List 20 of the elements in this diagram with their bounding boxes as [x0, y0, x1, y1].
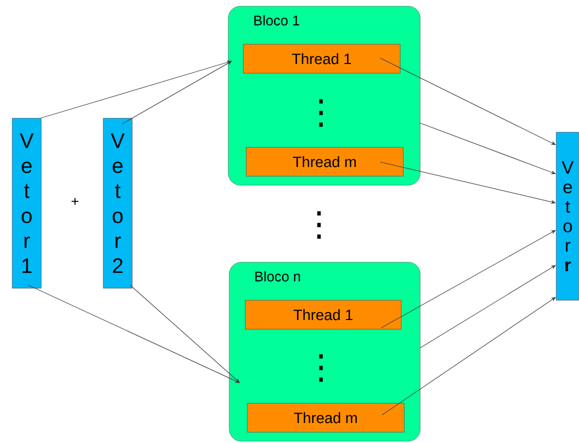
- thread-box: Thread 1: [245, 300, 402, 330]
- thread-box: Thread m: [247, 403, 404, 432]
- thread-box: Thread 1: [243, 44, 400, 74]
- arrow: [130, 284, 240, 383]
- vertical-ellipsis: ⋮: [319, 99, 323, 127]
- arrow: [122, 61, 232, 124]
- vertical-ellipsis: ⋮: [319, 354, 323, 382]
- vector-bar: Vetor r: [556, 132, 579, 300]
- arrow: [28, 284, 240, 383]
- arrow: [380, 230, 556, 328]
- arrow: [420, 122, 556, 174]
- vertical-ellipsis: ⋮: [317, 211, 321, 239]
- arrow: [40, 60, 232, 118]
- arrow: [420, 265, 556, 348]
- arrow: [380, 58, 556, 145]
- arrow: [382, 297, 556, 416]
- plus-sign: +: [72, 198, 78, 205]
- vector-bar: Vetor 2: [103, 118, 132, 288]
- thread-box: Thread m: [246, 147, 404, 176]
- vector-bar: Vetor 1: [12, 118, 42, 288]
